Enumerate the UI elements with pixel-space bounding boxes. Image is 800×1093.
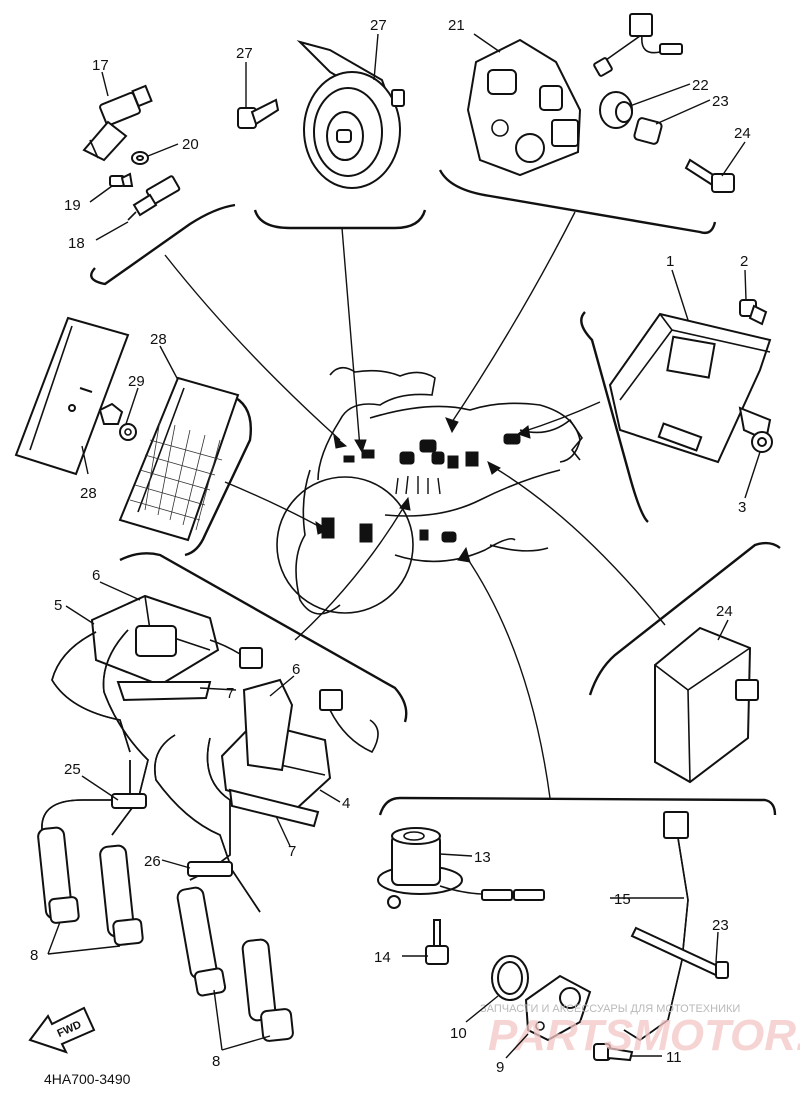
callout-28-right: 28 bbox=[150, 331, 167, 348]
watermark: ЗАПЧАСТИ И АКСЕССУАРЫ ДЛЯ МОТОТЕХНИКИ PA… bbox=[480, 1003, 800, 1060]
fwd-arrow-icon: FWD bbox=[28, 1006, 96, 1054]
sensor-assembly-19 bbox=[466, 13, 683, 177]
drawing-code: 4HA700-3490 bbox=[44, 1071, 131, 1087]
screw-3 bbox=[751, 431, 773, 453]
callout-22: 24 bbox=[734, 125, 751, 142]
reflector-28-right bbox=[118, 376, 240, 542]
callout-15: 17 bbox=[92, 57, 109, 74]
callout-29: 29 bbox=[128, 373, 145, 390]
callout-10: 10 bbox=[450, 1025, 467, 1042]
bolt-26 bbox=[237, 98, 280, 129]
callout-14: 15 bbox=[614, 891, 631, 908]
callout-19: 21 bbox=[448, 17, 465, 34]
callout-17: 19 bbox=[64, 197, 81, 214]
callout-6-upper: 6 bbox=[92, 567, 100, 584]
callout-28-left: 28 bbox=[80, 485, 97, 502]
cable-tie-23 bbox=[630, 926, 729, 979]
callout-23: 23 bbox=[712, 917, 729, 934]
section-brackets bbox=[90, 169, 781, 816]
callout-6-lower: 6 bbox=[292, 661, 300, 678]
bolt-13 bbox=[425, 919, 449, 965]
callout-18: 20 bbox=[182, 136, 199, 153]
ignition-coil-4 bbox=[220, 678, 379, 828]
sensor-switch-15 bbox=[82, 84, 153, 162]
screw-2 bbox=[739, 299, 768, 326]
temp-sensor-16 bbox=[127, 175, 181, 221]
callout-27-lower: 26 bbox=[144, 853, 161, 870]
leader-lines bbox=[164, 211, 666, 799]
lead-14 bbox=[623, 811, 689, 1041]
watermark-brand: PARTSMOTOR.RU bbox=[488, 1011, 800, 1060]
nut-29 bbox=[98, 402, 137, 441]
callout-25: 27 bbox=[370, 17, 387, 34]
screw-17 bbox=[109, 172, 134, 187]
callout-8-right: 8 bbox=[212, 1053, 220, 1070]
control-unit-1 bbox=[608, 312, 772, 464]
bolt-11 bbox=[593, 1043, 634, 1062]
callout-12: 13 bbox=[474, 849, 491, 866]
ignition-coil-5 bbox=[90, 594, 263, 702]
callout-8-left: 8 bbox=[30, 947, 38, 964]
grommet-20 bbox=[599, 91, 633, 129]
plug-caps-8 bbox=[37, 826, 294, 1042]
callout-27-upper: 25 bbox=[64, 761, 81, 778]
callout-9: 9 bbox=[496, 1059, 504, 1076]
sensor-9 bbox=[524, 974, 592, 1042]
callout-4: 4 bbox=[342, 795, 350, 812]
o-ring-10 bbox=[491, 955, 529, 1001]
callout-1: 1 bbox=[666, 253, 674, 270]
callout-11: 11 bbox=[666, 1049, 682, 1066]
collar-21 bbox=[633, 117, 663, 145]
switch-12 bbox=[377, 827, 545, 909]
horn-25 bbox=[296, 40, 405, 189]
callout-leaders bbox=[47, 33, 761, 1059]
callout-labels: 17 20 19 18 27 27 21 22 23 24 1 2 3 28 2… bbox=[30, 17, 751, 1076]
wiring-connectors bbox=[321, 433, 521, 543]
relay-24 bbox=[654, 626, 759, 784]
callout-20: 22 bbox=[692, 77, 709, 94]
callout-7-upper: 7 bbox=[226, 685, 234, 702]
watermark-tagline: ЗАПЧАСТИ И АКСЕССУАРЫ ДЛЯ МОТОТЕХНИКИ bbox=[480, 1003, 740, 1015]
spark-plug-leads bbox=[41, 629, 261, 913]
callout-26: 27 bbox=[236, 45, 253, 62]
lead-clamps-27 bbox=[111, 793, 233, 877]
callout-7-lower: 7 bbox=[288, 843, 296, 860]
callout-5: 5 bbox=[54, 597, 62, 614]
callout-13: 14 bbox=[374, 949, 391, 966]
callout-16: 18 bbox=[68, 235, 85, 252]
callout-21: 23 bbox=[712, 93, 729, 110]
callout-24: 24 bbox=[716, 603, 733, 620]
washer-18 bbox=[131, 151, 149, 165]
callout-2: 2 bbox=[740, 253, 748, 270]
callout-3: 3 bbox=[738, 499, 746, 516]
motorcycle-outline bbox=[276, 366, 583, 615]
bolt-22 bbox=[684, 158, 735, 193]
reflector-28-left bbox=[14, 316, 130, 476]
